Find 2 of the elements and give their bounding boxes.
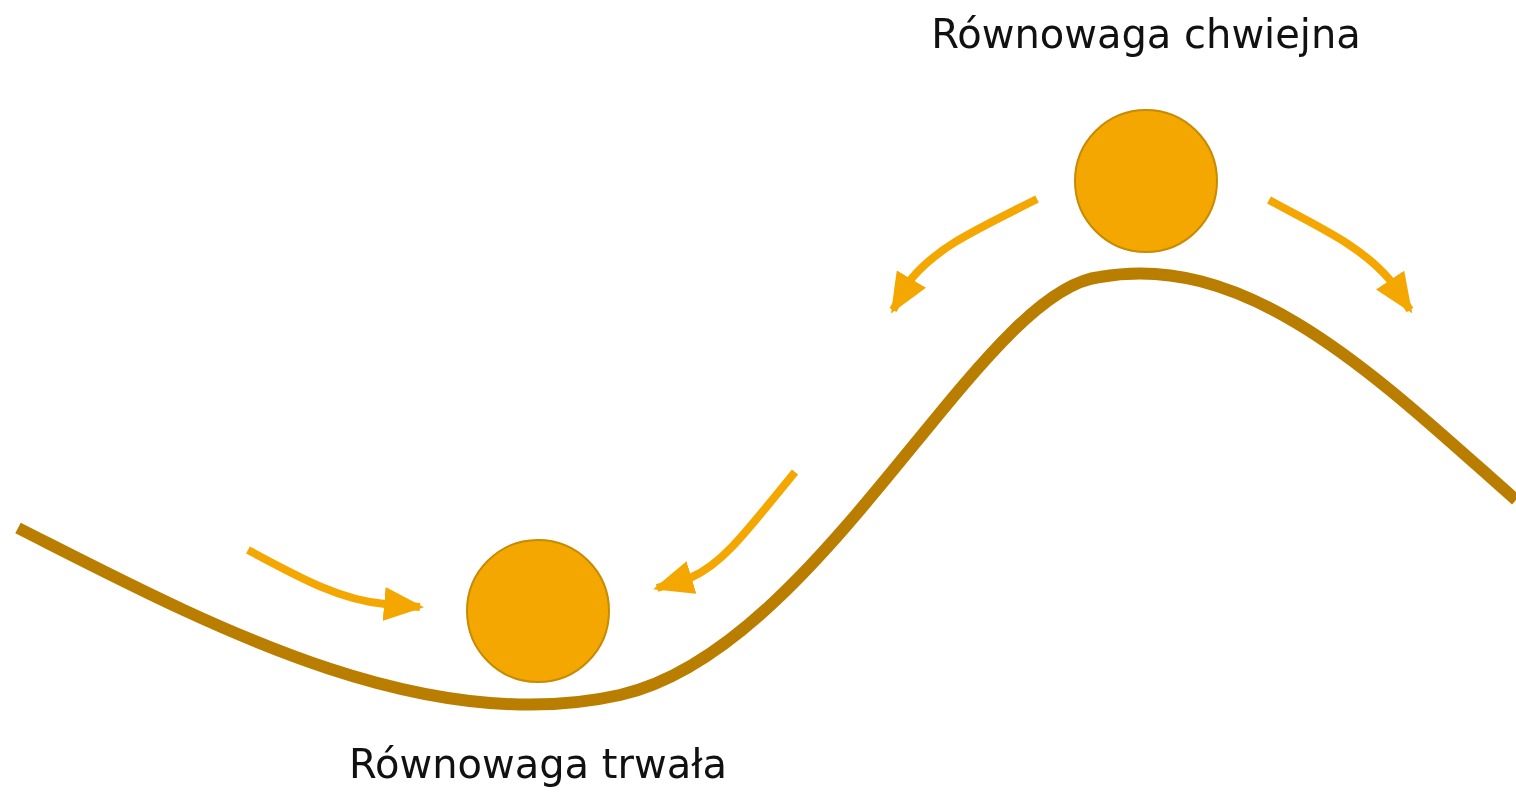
node-label: Równowaga trwała [348,742,728,786]
node-label: Równowaga chwiejna [931,12,1361,56]
